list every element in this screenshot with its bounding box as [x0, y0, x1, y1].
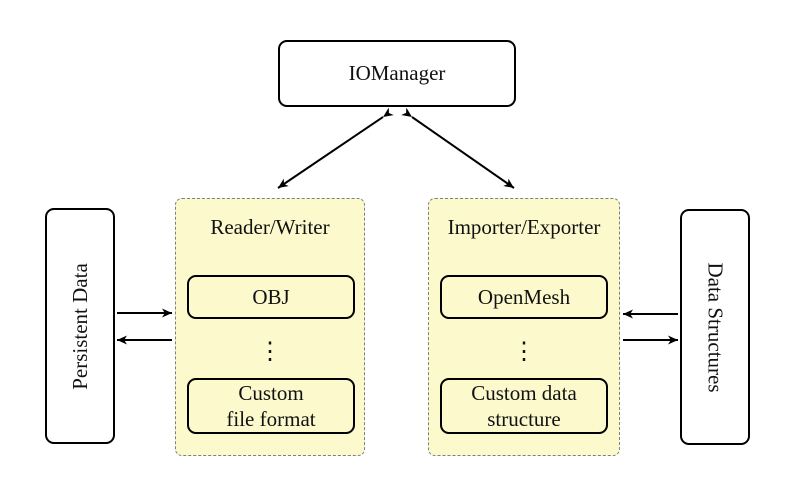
node-persistent-data: Persistent Data	[45, 208, 115, 444]
node-openmesh: OpenMesh	[440, 275, 608, 319]
node-openmesh-label: OpenMesh	[477, 284, 571, 309]
group-reader-writer-title: Reader/Writer	[210, 215, 330, 239]
node-persistent-data-label: Persistent Data	[67, 262, 92, 390]
group-importer-exporter: Importer/Exporter OpenMesh ⋮ Custom data…	[428, 198, 620, 456]
group-importer-exporter-title: Importer/Exporter	[447, 215, 601, 239]
node-iomanager: IOManager	[278, 40, 516, 107]
group-reader-writer: Reader/Writer OBJ ⋮ Custom file format	[175, 198, 365, 456]
node-obj: OBJ	[187, 275, 355, 319]
node-iomanager-label: IOManager	[348, 61, 446, 85]
node-custom-file-format-label: Custom file format	[226, 380, 316, 431]
node-data-structures: Data Structures	[680, 209, 750, 445]
vertical-dots-icon: ⋮	[512, 338, 536, 365]
node-obj-label: OBJ	[252, 284, 290, 309]
arrow-iomanager-readerwriter	[277, 107, 394, 189]
node-custom-file-format: Custom file format	[187, 378, 355, 434]
node-custom-data-structure-label: Custom data structure	[471, 380, 577, 431]
node-data-structures-label: Data Structures	[703, 261, 728, 393]
vertical-dots-icon: ⋮	[258, 338, 282, 365]
node-custom-data-structure: Custom data structure	[440, 378, 608, 434]
arrow-iomanager-importerexporter	[401, 107, 515, 189]
